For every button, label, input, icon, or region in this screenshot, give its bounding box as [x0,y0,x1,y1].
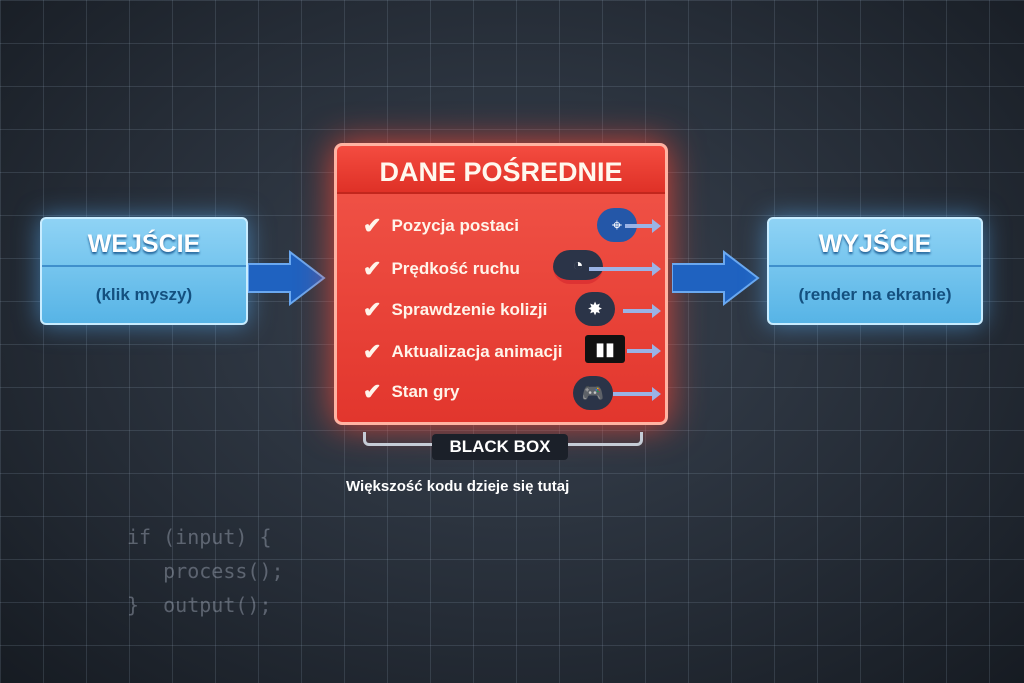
output-title: WYJŚCIE [769,219,981,267]
list-item: ✔Sprawdzenie kolizji [363,297,548,322]
list-item: ✔Pozycja postaci [363,213,519,238]
input-subtitle: (klik myszy) [95,285,193,304]
list-item: ✔Prędkość ruchu [363,256,520,281]
center-title: DANE POŚREDNIE [337,146,665,194]
list-item: ✔Aktualizacja animacji [363,339,563,364]
arrow-right-icon [248,250,326,306]
intermediate-data-box: DANE POŚREDNIE ✔Pozycja postaci ✔Prędkoś… [334,143,668,425]
note-text: Większość kodu dzieje się tutaj [346,478,570,495]
check-icon: ✔ [363,297,382,322]
check-icon: ✔ [363,379,382,404]
code-snippet: if (input) { process();} output(); [127,525,284,617]
collision-icon: ✸ [575,292,615,326]
input-box: WEJŚCIE (klik myszy) [40,217,248,325]
list-item: ✔Stan gry [363,379,460,404]
black-box-label: BLACK BOX [432,434,568,460]
check-icon: ✔ [363,339,382,364]
check-icon: ✔ [363,256,382,281]
gamepad-icon: 🎮 [573,376,613,410]
output-subtitle: (render na ekranie) [798,285,952,304]
film-icon: ▮▮ [585,335,625,363]
input-title: WEJŚCIE [42,219,246,267]
output-box: WYJŚCIE (render na ekranie) [767,217,983,325]
check-icon: ✔ [363,213,382,238]
arrow-right-icon [672,250,760,306]
